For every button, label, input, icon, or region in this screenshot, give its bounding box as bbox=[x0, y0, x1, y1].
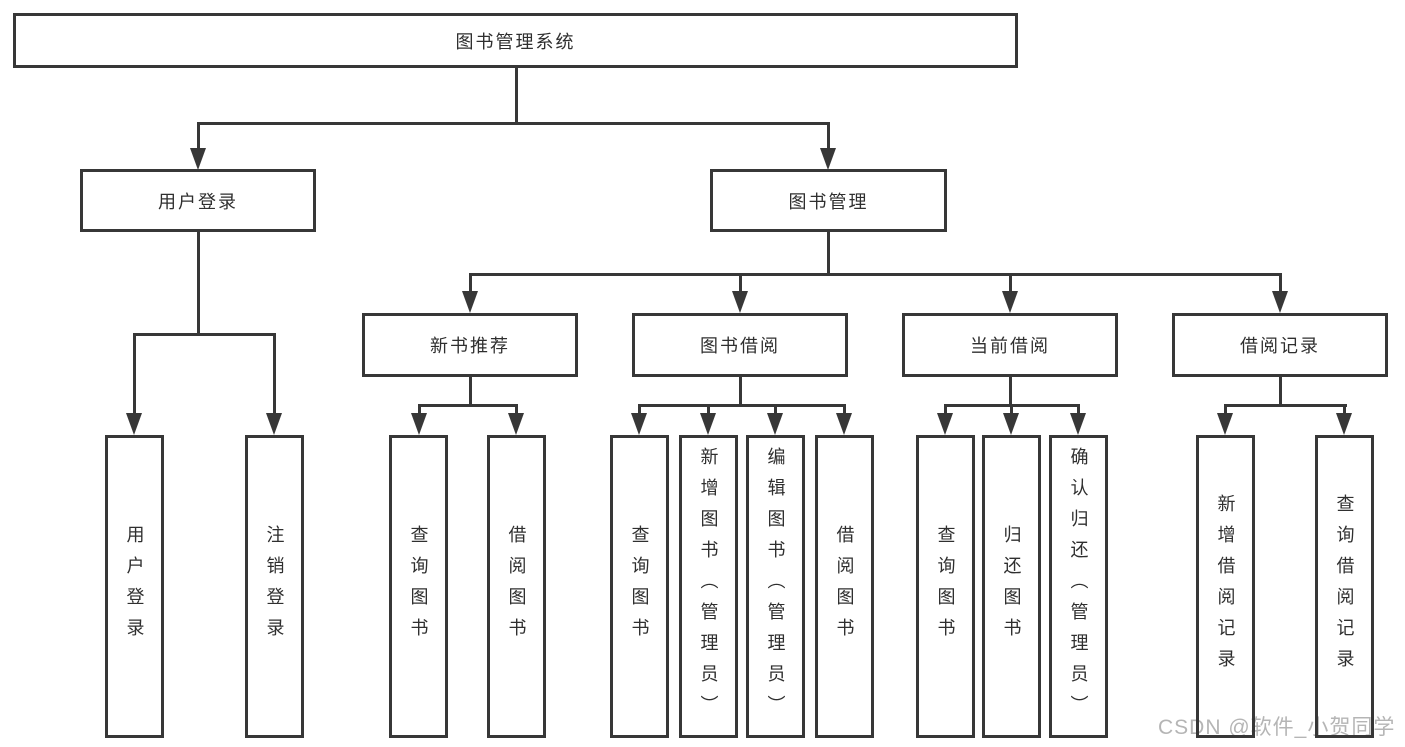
node-borrowing-records: 借阅记录 bbox=[1172, 313, 1388, 377]
arrow-down-icon bbox=[700, 413, 716, 435]
node-new-book-recommendation: 新书推荐 bbox=[362, 313, 578, 377]
node-leaf-query-books-borrowing-label: 查询图书 bbox=[629, 524, 650, 649]
node-book-management: 图书管理 bbox=[710, 169, 947, 232]
connector-line bbox=[637, 404, 641, 414]
node-leaf-logout: 注销登录 bbox=[245, 435, 304, 738]
arrow-down-icon bbox=[1003, 413, 1019, 435]
arrow-down-icon bbox=[411, 413, 427, 435]
connector-line bbox=[842, 404, 846, 414]
connector-line bbox=[196, 122, 830, 125]
arrow-down-icon bbox=[820, 148, 836, 170]
connector-line bbox=[738, 377, 742, 407]
arrow-down-icon bbox=[767, 413, 783, 435]
connector-line bbox=[1008, 377, 1012, 407]
node-borrowing-records-label: 借阅记录 bbox=[1240, 336, 1320, 356]
connector-line bbox=[1342, 404, 1346, 414]
node-book-borrowing: 图书借阅 bbox=[632, 313, 848, 377]
arrow-down-icon bbox=[1272, 291, 1288, 313]
node-leaf-confirm-return-admin: 确认归还（管理员） bbox=[1049, 435, 1108, 738]
node-leaf-query-borrow-record: 查询借阅记录 bbox=[1315, 435, 1374, 738]
node-leaf-query-books-current-label: 查询图书 bbox=[935, 524, 956, 649]
node-current-borrowing-label: 当前借阅 bbox=[970, 336, 1050, 356]
connector-line bbox=[196, 232, 200, 336]
node-leaf-return-books: 归还图书 bbox=[982, 435, 1041, 738]
connector-line bbox=[943, 404, 947, 414]
node-leaf-query-books-recommend-label: 查询图书 bbox=[408, 524, 429, 649]
connector-line bbox=[1223, 404, 1347, 407]
connector-line bbox=[1223, 404, 1227, 414]
node-user-login-module: 用户登录 bbox=[80, 169, 316, 232]
arrow-down-icon bbox=[1336, 413, 1352, 435]
arrow-down-icon bbox=[462, 291, 478, 313]
connector-line bbox=[468, 273, 1282, 276]
connector-line bbox=[417, 404, 518, 407]
node-leaf-user-login-label: 用户登录 bbox=[124, 524, 145, 649]
node-leaf-borrow-books-borrowing: 借阅图书 bbox=[815, 435, 874, 738]
arrow-down-icon bbox=[631, 413, 647, 435]
node-book-borrowing-label: 图书借阅 bbox=[700, 336, 780, 356]
node-leaf-query-books-current: 查询图书 bbox=[916, 435, 975, 738]
node-leaf-edit-books-admin: 编辑图书（管理员） bbox=[746, 435, 805, 738]
node-leaf-confirm-return-admin-label: 确认归还（管理员） bbox=[1068, 447, 1089, 726]
connector-line bbox=[826, 122, 830, 152]
node-leaf-borrow-books-recommend: 借阅图书 bbox=[487, 435, 546, 738]
connector-line bbox=[826, 232, 830, 276]
connector-line bbox=[1009, 404, 1013, 414]
connector-line bbox=[1076, 404, 1080, 414]
csdn-watermark: CSDN @软件_小贺同学 bbox=[1158, 716, 1396, 739]
arrow-down-icon bbox=[508, 413, 524, 435]
arrow-down-icon bbox=[190, 148, 206, 170]
connector-line bbox=[468, 273, 472, 293]
connector-line bbox=[514, 68, 518, 122]
node-leaf-query-borrow-record-label: 查询借阅记录 bbox=[1334, 493, 1355, 680]
arrow-down-icon bbox=[836, 413, 852, 435]
arrow-down-icon bbox=[732, 291, 748, 313]
connector-line bbox=[637, 404, 846, 407]
connector-line bbox=[417, 404, 421, 414]
node-leaf-return-books-label: 归还图书 bbox=[1001, 524, 1022, 649]
node-new-book-recommendation-label: 新书推荐 bbox=[430, 336, 510, 356]
connector-line bbox=[706, 404, 710, 414]
arrow-down-icon bbox=[937, 413, 953, 435]
node-leaf-add-books-admin: 新增图书（管理员） bbox=[679, 435, 738, 738]
connector-line bbox=[468, 377, 472, 407]
arrow-down-icon bbox=[1002, 291, 1018, 313]
node-root: 图书管理系统 bbox=[13, 13, 1018, 68]
node-leaf-add-borrow-record-label: 新增借阅记录 bbox=[1215, 493, 1236, 680]
connector-line bbox=[132, 333, 136, 415]
connector-line bbox=[773, 404, 777, 414]
node-leaf-query-books-recommend: 查询图书 bbox=[389, 435, 448, 738]
node-leaf-borrow-books-recommend-label: 借阅图书 bbox=[506, 524, 527, 649]
connector-line bbox=[196, 122, 200, 152]
node-leaf-user-login: 用户登录 bbox=[105, 435, 164, 738]
node-book-management-label: 图书管理 bbox=[788, 191, 869, 212]
node-current-borrowing: 当前借阅 bbox=[902, 313, 1118, 377]
arrow-down-icon bbox=[1217, 413, 1233, 435]
node-leaf-logout-label: 注销登录 bbox=[264, 524, 285, 649]
node-leaf-borrow-books-borrowing-label: 借阅图书 bbox=[834, 524, 855, 649]
connector-line bbox=[132, 333, 276, 336]
connector-line bbox=[272, 333, 276, 415]
node-leaf-query-books-borrowing: 查询图书 bbox=[610, 435, 669, 738]
connector-line bbox=[1278, 377, 1282, 407]
connector-line bbox=[1008, 273, 1012, 293]
arrow-down-icon bbox=[126, 413, 142, 435]
arrow-down-icon bbox=[266, 413, 282, 435]
node-leaf-add-borrow-record: 新增借阅记录 bbox=[1196, 435, 1255, 738]
arrow-down-icon bbox=[1070, 413, 1086, 435]
connector-line bbox=[514, 404, 518, 414]
connector-line bbox=[1278, 273, 1282, 293]
node-root-label: 图书管理系统 bbox=[455, 31, 576, 52]
node-user-login-module-label: 用户登录 bbox=[158, 191, 238, 212]
node-leaf-add-books-admin-label: 新增图书（管理员） bbox=[698, 447, 719, 726]
node-leaf-edit-books-admin-label: 编辑图书（管理员） bbox=[765, 447, 786, 726]
connector-line bbox=[738, 273, 742, 293]
